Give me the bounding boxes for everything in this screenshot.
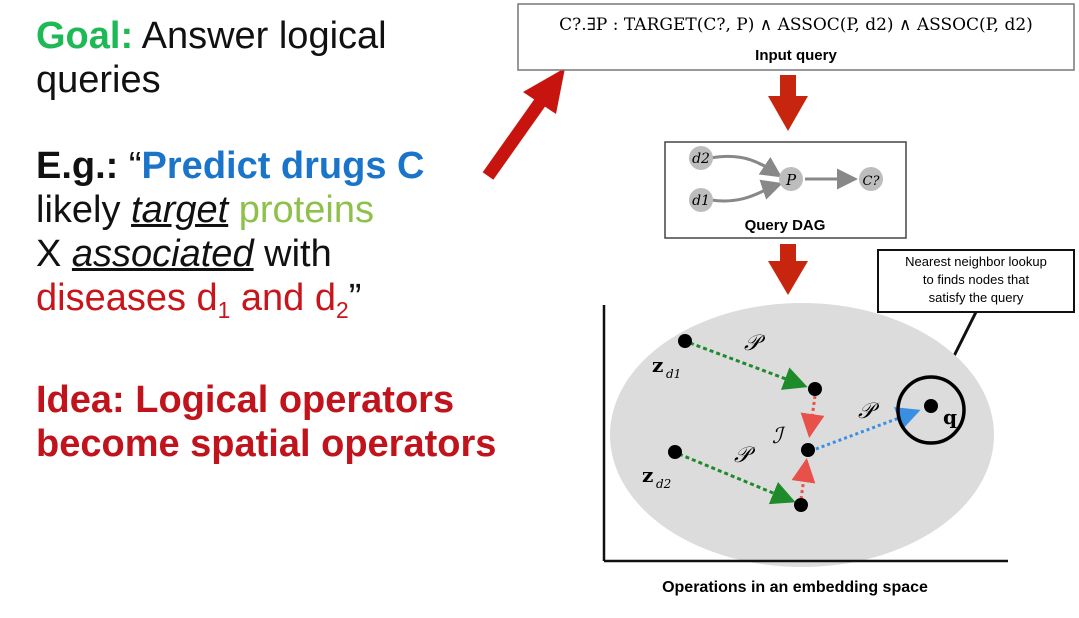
example-and: and d	[230, 277, 337, 319]
example-line-4: diseases d1 and d2”	[36, 276, 506, 323]
label-zd1-sub: d1	[666, 367, 681, 381]
example-close-quote: ”	[348, 277, 362, 319]
point-zd1	[678, 334, 692, 348]
example-likely: likely	[36, 189, 132, 231]
example-target: target	[131, 189, 229, 231]
callout-line-1: Nearest neighbor lookup	[905, 254, 1047, 269]
dag-node-c	[859, 167, 883, 191]
goal-label: Goal:	[36, 15, 134, 57]
label-q: q	[943, 405, 957, 429]
down-arrow-2	[768, 244, 808, 295]
example-diseases: diseases d	[36, 277, 218, 319]
callout-line-3: satisfy the query	[929, 290, 1024, 305]
nearest-neighbor-circle	[896, 375, 966, 445]
embedding-region	[610, 303, 994, 567]
example-x: X	[36, 233, 72, 275]
embedding-caption: Operations in an embedding space	[662, 579, 928, 596]
point-proj1	[808, 382, 822, 396]
down-arrow-1	[768, 75, 808, 131]
example-open-quote: “	[128, 145, 142, 187]
point-zd2	[668, 445, 682, 459]
dag-label-c: C?	[863, 174, 881, 189]
callout-line-2: to finds nodes that	[923, 272, 1030, 287]
dag-node-d1	[689, 188, 713, 212]
point-proj2	[794, 498, 808, 512]
label-zd2: z	[642, 463, 653, 487]
query-formula: C?.∃P : TARGET(C?, P) ∧ ASSOC(P, d2) ∧ A…	[559, 15, 1033, 35]
point-q	[924, 399, 938, 413]
goal-text-1: Answer logical	[141, 15, 387, 57]
query-caption: Input query	[755, 47, 837, 64]
point-intersection	[801, 443, 815, 457]
dag-caption: Query DAG	[745, 217, 826, 234]
example-line-1: E.g.: “Predict drugs C	[36, 144, 506, 188]
callout-box: Nearest neighbor lookup to finds nodes t…	[877, 249, 1075, 379]
goal-line-2: queries	[36, 58, 506, 102]
example-line-3: X associated with	[36, 232, 506, 276]
dag-label-d2: d2	[692, 151, 710, 167]
goal-text-2: queries	[36, 59, 161, 101]
dag-label-p: P	[785, 171, 797, 189]
query-box: C?.∃P : TARGET(C?, P) ∧ ASSOC(P, d2) ∧ A…	[517, 3, 1075, 71]
dag-node-p	[779, 167, 803, 191]
example-label: E.g.:	[36, 145, 119, 187]
example-proteins: proteins	[228, 189, 374, 231]
goal-line-1: Goal: Answer logical	[36, 14, 506, 58]
dag-node-d2	[689, 146, 713, 170]
label-zd2-sub: d2	[656, 477, 671, 491]
example-with: with	[253, 233, 332, 275]
example-drugs: Predict drugs C	[141, 145, 425, 187]
embedding-space: z d1 z d2 𝒫 𝒫 𝒫 ℐ q Operations in an emb…	[602, 303, 1008, 596]
label-zd1: z	[652, 353, 663, 377]
left-text-panel: Goal: Answer logical queries E.g.: “Pred…	[36, 14, 506, 466]
example-sub1: 1	[217, 296, 231, 323]
example-sub2: 2	[336, 296, 349, 323]
dag-box: d2 d1 P C? Query DAG	[664, 141, 907, 239]
example-line-2: likely target proteins	[36, 188, 506, 232]
pointer-arrow	[482, 68, 565, 180]
dag-label-d1: d1	[692, 193, 710, 209]
idea-line-2: become spatial operators	[36, 423, 497, 465]
example-associated: associated	[71, 233, 254, 275]
idea-line-1: Idea: Logical operators	[36, 379, 455, 421]
